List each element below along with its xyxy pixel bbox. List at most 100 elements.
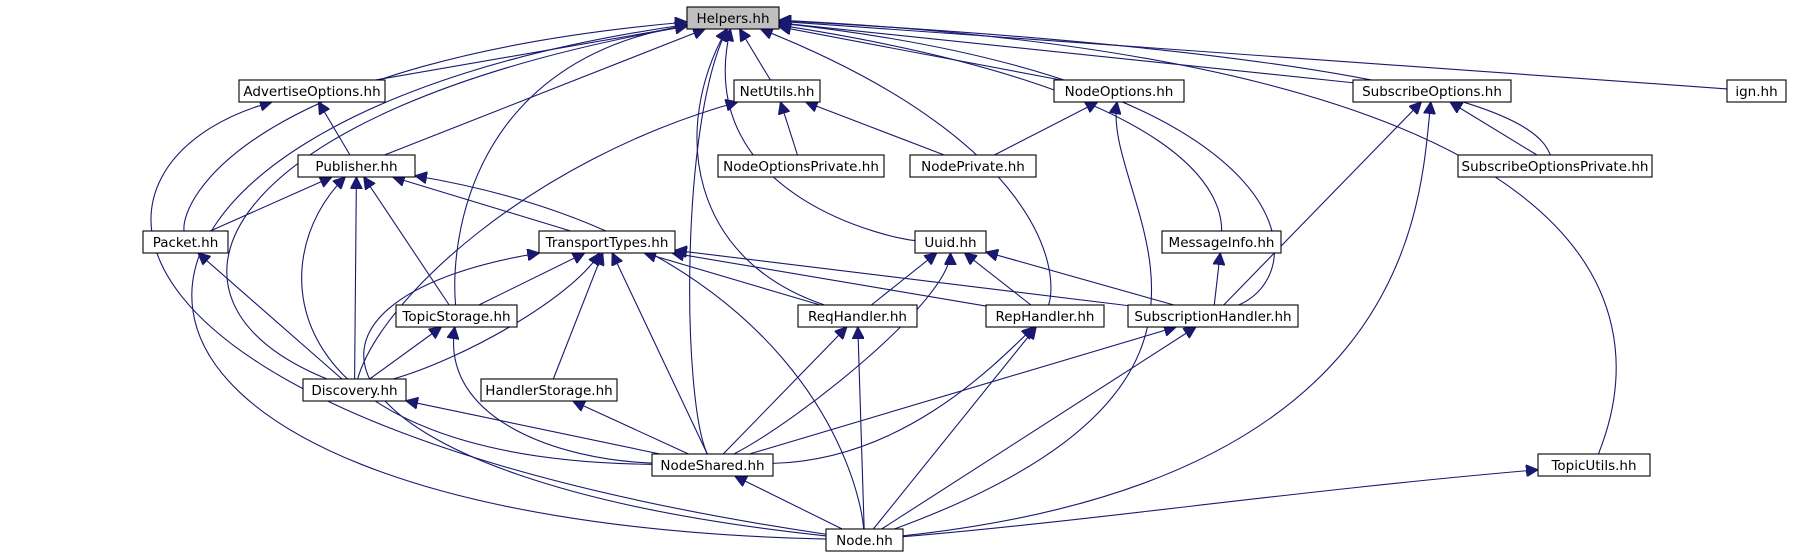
edge-publisher-to-topicstorage [364,177,450,306]
edge-subscribeoptions-to-subscribeoptionsprivate [1450,102,1538,156]
node-subscribeoptionsprivate[interactable]: SubscribeOptionsPrivate.hh [1457,154,1653,178]
node-nodeshared[interactable]: NodeShared.hh [651,453,774,477]
edge-helpers-to-ign [779,21,1728,90]
node-uuid[interactable]: Uuid.hh [914,230,987,254]
node-box[interactable] [1537,453,1651,477]
edge-transporttypes-to-rephandler [672,253,987,307]
node-topicstorage[interactable]: TopicStorage.hh [395,304,518,328]
edge-helpers-to-packet [183,22,687,232]
edge-transporttypes-to-topicstorage [478,253,585,306]
node-discovery[interactable]: Discovery.hh [302,378,407,402]
node-box[interactable] [1726,79,1787,103]
node-label: NetUtils.hh [740,84,815,100]
node-box[interactable] [909,154,1037,178]
node-box[interactable] [651,453,774,477]
node-box[interactable] [395,304,518,328]
node-box[interactable] [797,304,918,328]
node-subscriptionhandler[interactable]: SubscriptionHandler.hh [1127,304,1299,328]
node-messageinfo[interactable]: MessageInfo.hh [1161,230,1282,254]
edge-transporttypes-to-handlerstorage [552,253,602,380]
edge-subscriptionhandler-to-nodeshared [749,327,1176,455]
edge-helpers-to-discovery [226,26,687,380]
edge-advertiseoptions-to-publisher [319,102,351,156]
node-label: Publisher.hh [315,159,397,175]
edge-publisher-to-node [415,176,865,530]
node-nodeoptionsprivate[interactable]: NodeOptionsPrivate.hh [717,154,885,178]
node-topicutils[interactable]: TopicUtils.hh [1537,453,1651,477]
edge-publisher-to-packet [210,177,332,232]
node-handlerstorage[interactable]: HandlerStorage.hh [480,378,618,402]
edge-handlerstorage-to-nodeshared [573,401,689,455]
node-label: TopicStorage.hh [401,309,510,325]
node-box[interactable] [1053,79,1185,103]
node-reqhandler[interactable]: ReqHandler.hh [797,304,918,328]
node-node[interactable]: Node.hh [825,528,904,552]
node-label: Helpers.hh [696,11,769,27]
node-transporttypes[interactable]: TransportTypes.hh [538,230,676,254]
node-box[interactable] [302,378,407,402]
edge-uuid-to-reqhandler [870,253,936,306]
edge-nodeshared-to-node [735,476,843,530]
node-label: ign.hh [1735,84,1777,100]
edge-helpers-to-topicutils [779,20,1617,455]
node-box[interactable] [825,528,904,552]
edge-publisher-to-nodeshared [301,177,653,465]
node-label: SubscriptionHandler.hh [1134,309,1291,325]
edge-topicstorage-to-discovery [369,327,442,380]
node-packet[interactable]: Packet.hh [142,230,229,254]
node-box[interactable] [538,230,676,254]
node-box[interactable] [1457,154,1653,178]
edge-subscriptionhandler-to-node [881,327,1196,530]
node-rephandler[interactable]: RepHandler.hh [985,304,1105,328]
edge-reqhandler-to-nodeshared [722,327,847,455]
edge-subscribeoptions-to-subscriptionhandler [1223,102,1422,306]
edge-helpers-to-uuid [725,29,916,242]
node-label: SubscribeOptions.hh [1362,84,1502,100]
edge-reqhandler-to-node [858,327,865,530]
node-box[interactable] [238,79,386,103]
node-box[interactable] [914,230,987,254]
node-box[interactable] [142,230,229,254]
node-box[interactable] [1352,79,1512,103]
node-advertiseoptions[interactable]: AdvertiseOptions.hh [238,79,386,103]
edge-topicstorage-to-nodeshared [454,327,653,464]
node-box[interactable] [733,79,821,103]
node-helpers[interactable]: Helpers.hh [686,6,780,30]
edge-nodeoptions-to-nodeprivate [994,102,1097,156]
node-box[interactable] [1127,304,1299,328]
edge-helpers-to-messageinfo [779,25,1223,232]
node-label: Packet.hh [153,235,219,251]
edge-subscribeoptions-to-node [902,102,1431,537]
node-ign[interactable]: ign.hh [1726,79,1787,103]
edge-helpers-to-subscriptionhandler [779,23,1275,306]
node-label: TopicUtils.hh [1550,458,1636,474]
node-publisher[interactable]: Publisher.hh [297,154,416,178]
edge-transporttypes-to-nodeshared [612,253,708,455]
node-subscribeoptions[interactable]: SubscribeOptions.hh [1352,79,1512,103]
node-label: NodeOptions.hh [1065,84,1174,100]
node-netutils[interactable]: NetUtils.hh [733,79,821,103]
edge-rephandler-to-nodeshared [772,327,1034,464]
node-box[interactable] [686,6,780,30]
node-label: NodeOptionsPrivate.hh [723,159,879,175]
node-box[interactable] [717,154,885,178]
node-label: NodePrivate.hh [921,159,1025,175]
node-label: Discovery.hh [311,383,397,399]
node-box[interactable] [480,378,618,402]
node-box[interactable] [297,154,416,178]
edge-messageinfo-to-subscriptionhandler [1214,253,1220,306]
edge-helpers-to-nodeshared [689,29,728,455]
node-box[interactable] [985,304,1105,328]
node-label: Node.hh [836,533,893,549]
edge-helpers-to-rephandler [761,29,1052,306]
node-box[interactable] [1161,230,1282,254]
edge-uuid-to-nodeshared [733,253,951,455]
node-nodeprivate[interactable]: NodePrivate.hh [909,154,1037,178]
edge-netutils-to-nodeoptionsprivate [781,102,799,156]
edge-nodeoptions-to-node [894,102,1153,530]
edge-transporttypes-to-reqhandler [644,253,821,306]
node-nodeoptions[interactable]: NodeOptions.hh [1053,79,1185,103]
node-label: TransportTypes.hh [545,235,669,251]
